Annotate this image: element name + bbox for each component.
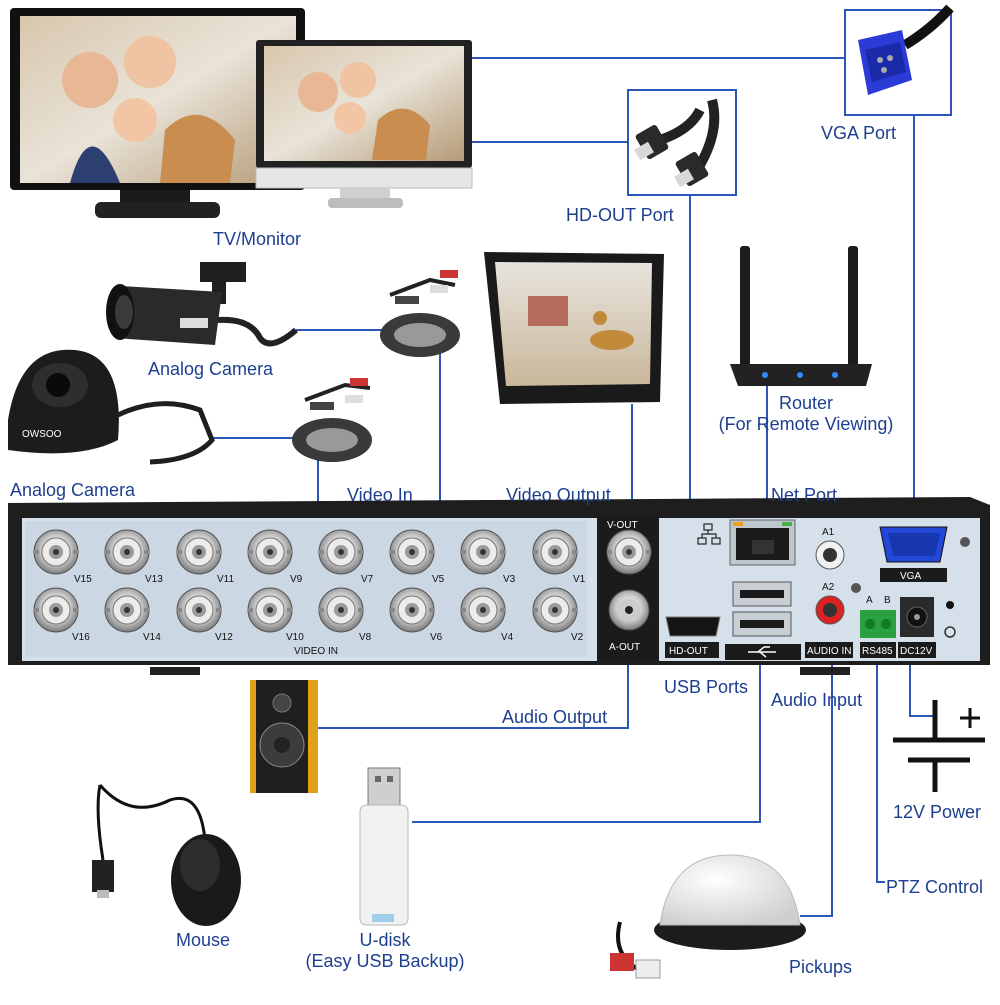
channel-label: V15 xyxy=(74,574,92,585)
usb-icon xyxy=(748,646,776,658)
usb-ports-label: USB Ports xyxy=(664,677,749,697)
ptz-control-label: PTZ Control xyxy=(886,877,984,897)
channel-label: V1 xyxy=(573,574,586,585)
udisk-label-line1: U-disk xyxy=(359,930,411,950)
channel-label: V16 xyxy=(72,632,90,643)
channel-label: V14 xyxy=(143,632,161,643)
mouse-label: Mouse xyxy=(176,930,231,950)
channel-label: V13 xyxy=(145,574,163,585)
channel-label: V11 xyxy=(217,574,234,585)
monitor-small xyxy=(255,40,473,208)
audio-in-panel-label: AUDIO IN xyxy=(807,646,851,657)
hdmi-cable-icon xyxy=(634,98,720,188)
channel-label: V8 xyxy=(359,632,372,643)
channel-label: V12 xyxy=(215,632,233,643)
audio-in-ports: A1 A2 AUDIO IN xyxy=(805,527,853,658)
speaker xyxy=(250,680,318,793)
channel-label: V3 xyxy=(503,574,516,585)
channel-label: V10 xyxy=(286,632,304,643)
channel-label: V9 xyxy=(290,574,303,585)
a1-label: A1 xyxy=(822,527,835,538)
a2-label: A2 xyxy=(822,582,835,593)
router-label: Router (For Remote Viewing) xyxy=(706,393,906,434)
router-label-line2: (For Remote Viewing) xyxy=(718,413,894,434)
analog-camera-label-2: Analog Camera xyxy=(10,480,136,500)
camera-brand-text: OWSOO xyxy=(22,429,62,440)
channel-label: V4 xyxy=(501,632,514,643)
audio-input-label: Audio Input xyxy=(771,690,863,710)
power-symbol xyxy=(893,700,985,792)
video-output-label: Video Output xyxy=(506,485,611,505)
hd-out-port-label: HD-OUT Port xyxy=(566,205,674,225)
pickup-microphone xyxy=(610,854,806,979)
av-out-block: V-OUT A-OUT xyxy=(597,518,659,661)
channel-label: V6 xyxy=(430,632,443,643)
v-out-label: V-OUT xyxy=(607,520,638,531)
pickups-label: Pickups xyxy=(789,957,853,977)
net-port xyxy=(729,519,796,566)
video-in-connectors-bottom: V16 V14 V12 V10 V8 V6 V4 V2 xyxy=(33,587,584,643)
video-in-label: Video In xyxy=(347,485,413,505)
tv-monitor-large xyxy=(10,8,305,218)
vga-panel-port: VGA xyxy=(879,526,948,582)
bullet-camera xyxy=(106,262,298,347)
cable-bundle-1 xyxy=(380,270,460,357)
analog-camera-label-1: Analog Camera xyxy=(148,359,274,379)
video-in-panel-label: VIDEO IN xyxy=(294,646,338,657)
router-device xyxy=(730,246,872,386)
vga-port-label: VGA Port xyxy=(821,123,897,143)
mouse-device xyxy=(92,784,241,926)
vga-cable-icon xyxy=(858,4,954,95)
usb-stick xyxy=(359,767,409,926)
video-in-connectors-top: V15 V13 V11 V9 V7 V5 V3 V1 xyxy=(33,529,586,585)
hd-out-port: HD-OUT xyxy=(665,523,721,658)
usb-ports xyxy=(725,581,801,660)
vga-panel-label: VGA xyxy=(900,571,921,582)
rs485-b-label: B xyxy=(884,595,891,606)
power-label: 12V Power xyxy=(893,802,982,822)
udisk-label-line2: (Easy USB Backup) xyxy=(305,950,465,971)
rs485-dc-ports: A B RS485 DC12V xyxy=(860,595,936,658)
audio-output-label: Audio Output xyxy=(502,707,608,727)
dc12v-panel-label: DC12V xyxy=(900,646,933,657)
lcd-monitor xyxy=(484,252,664,404)
cable-bundle-2 xyxy=(292,378,372,462)
a-out-label: A-OUT xyxy=(609,642,640,653)
net-port-label: Net Port xyxy=(771,485,838,505)
tv-monitor-label: TV/Monitor xyxy=(213,229,302,249)
rs485-panel-label: RS485 xyxy=(862,646,893,657)
hd-out-label: HD-OUT xyxy=(669,646,708,657)
channel-label: V7 xyxy=(361,574,374,585)
udisk-label: U-disk (Easy USB Backup) xyxy=(290,930,480,971)
router-label-line1: Router xyxy=(778,393,834,413)
rs485-a-label: A xyxy=(866,595,873,606)
channel-label: V2 xyxy=(571,632,584,643)
dome-camera: OWSOO xyxy=(8,349,215,465)
channel-label: V5 xyxy=(432,574,445,585)
